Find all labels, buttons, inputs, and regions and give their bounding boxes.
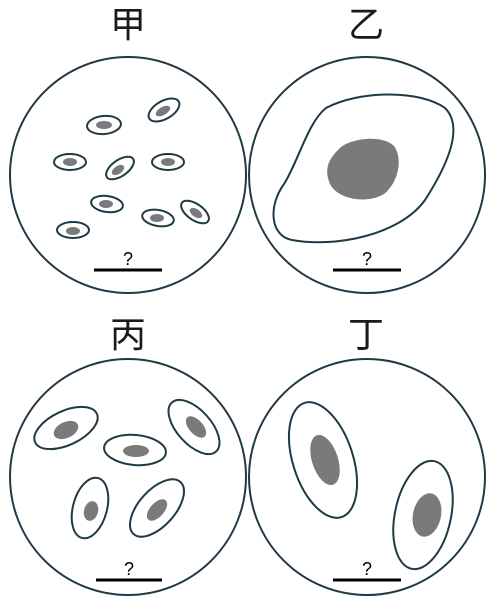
nucleus xyxy=(123,445,149,457)
field-of-view-ding xyxy=(248,358,486,596)
field-of-view-bing xyxy=(9,358,247,596)
cell xyxy=(141,208,175,228)
panel-label-bing: 丙 xyxy=(109,315,146,356)
cell xyxy=(105,155,135,181)
scale-label-jia: ? xyxy=(123,249,133,269)
cell xyxy=(147,97,181,123)
scale-label-yi: ? xyxy=(362,249,372,269)
panel-yi xyxy=(248,56,486,294)
cell xyxy=(70,476,110,540)
cell xyxy=(53,153,87,171)
panel-jia xyxy=(9,56,247,294)
nucleus xyxy=(146,499,168,521)
cell xyxy=(103,433,167,467)
nucleus xyxy=(310,434,340,486)
nucleus xyxy=(66,227,80,235)
nucleus xyxy=(83,501,99,521)
cell xyxy=(56,221,90,239)
cell xyxy=(90,194,124,214)
nucleus xyxy=(53,420,79,440)
nucleus xyxy=(185,416,207,438)
nucleus xyxy=(189,207,203,219)
cell xyxy=(287,401,359,519)
nucleus xyxy=(327,138,399,200)
cell xyxy=(151,153,185,171)
cell xyxy=(392,459,454,571)
nucleus xyxy=(155,105,171,117)
scale-label-ding: ? xyxy=(362,559,372,579)
cell xyxy=(167,398,221,456)
cell xyxy=(33,405,99,451)
field-of-view-jia xyxy=(9,56,247,294)
cell-group-jia xyxy=(53,97,210,239)
cell xyxy=(129,478,185,538)
nucleus xyxy=(99,200,113,208)
scale-label-bing: ? xyxy=(124,559,134,579)
nucleus xyxy=(150,214,164,222)
panel-label-jia: 甲 xyxy=(109,5,146,46)
panel-label-yi: 乙 xyxy=(347,5,384,46)
nucleus xyxy=(412,493,442,537)
field-of-view-yi xyxy=(248,56,486,294)
nucleus xyxy=(63,158,77,166)
cell xyxy=(180,199,210,225)
nucleus xyxy=(111,164,125,176)
cell xyxy=(272,93,455,244)
nucleus xyxy=(96,121,112,129)
panel-bing xyxy=(9,358,247,596)
nucleus xyxy=(161,158,175,166)
panel-ding xyxy=(248,358,486,596)
cell xyxy=(86,114,122,136)
panel-label-ding: 丁 xyxy=(347,315,384,356)
